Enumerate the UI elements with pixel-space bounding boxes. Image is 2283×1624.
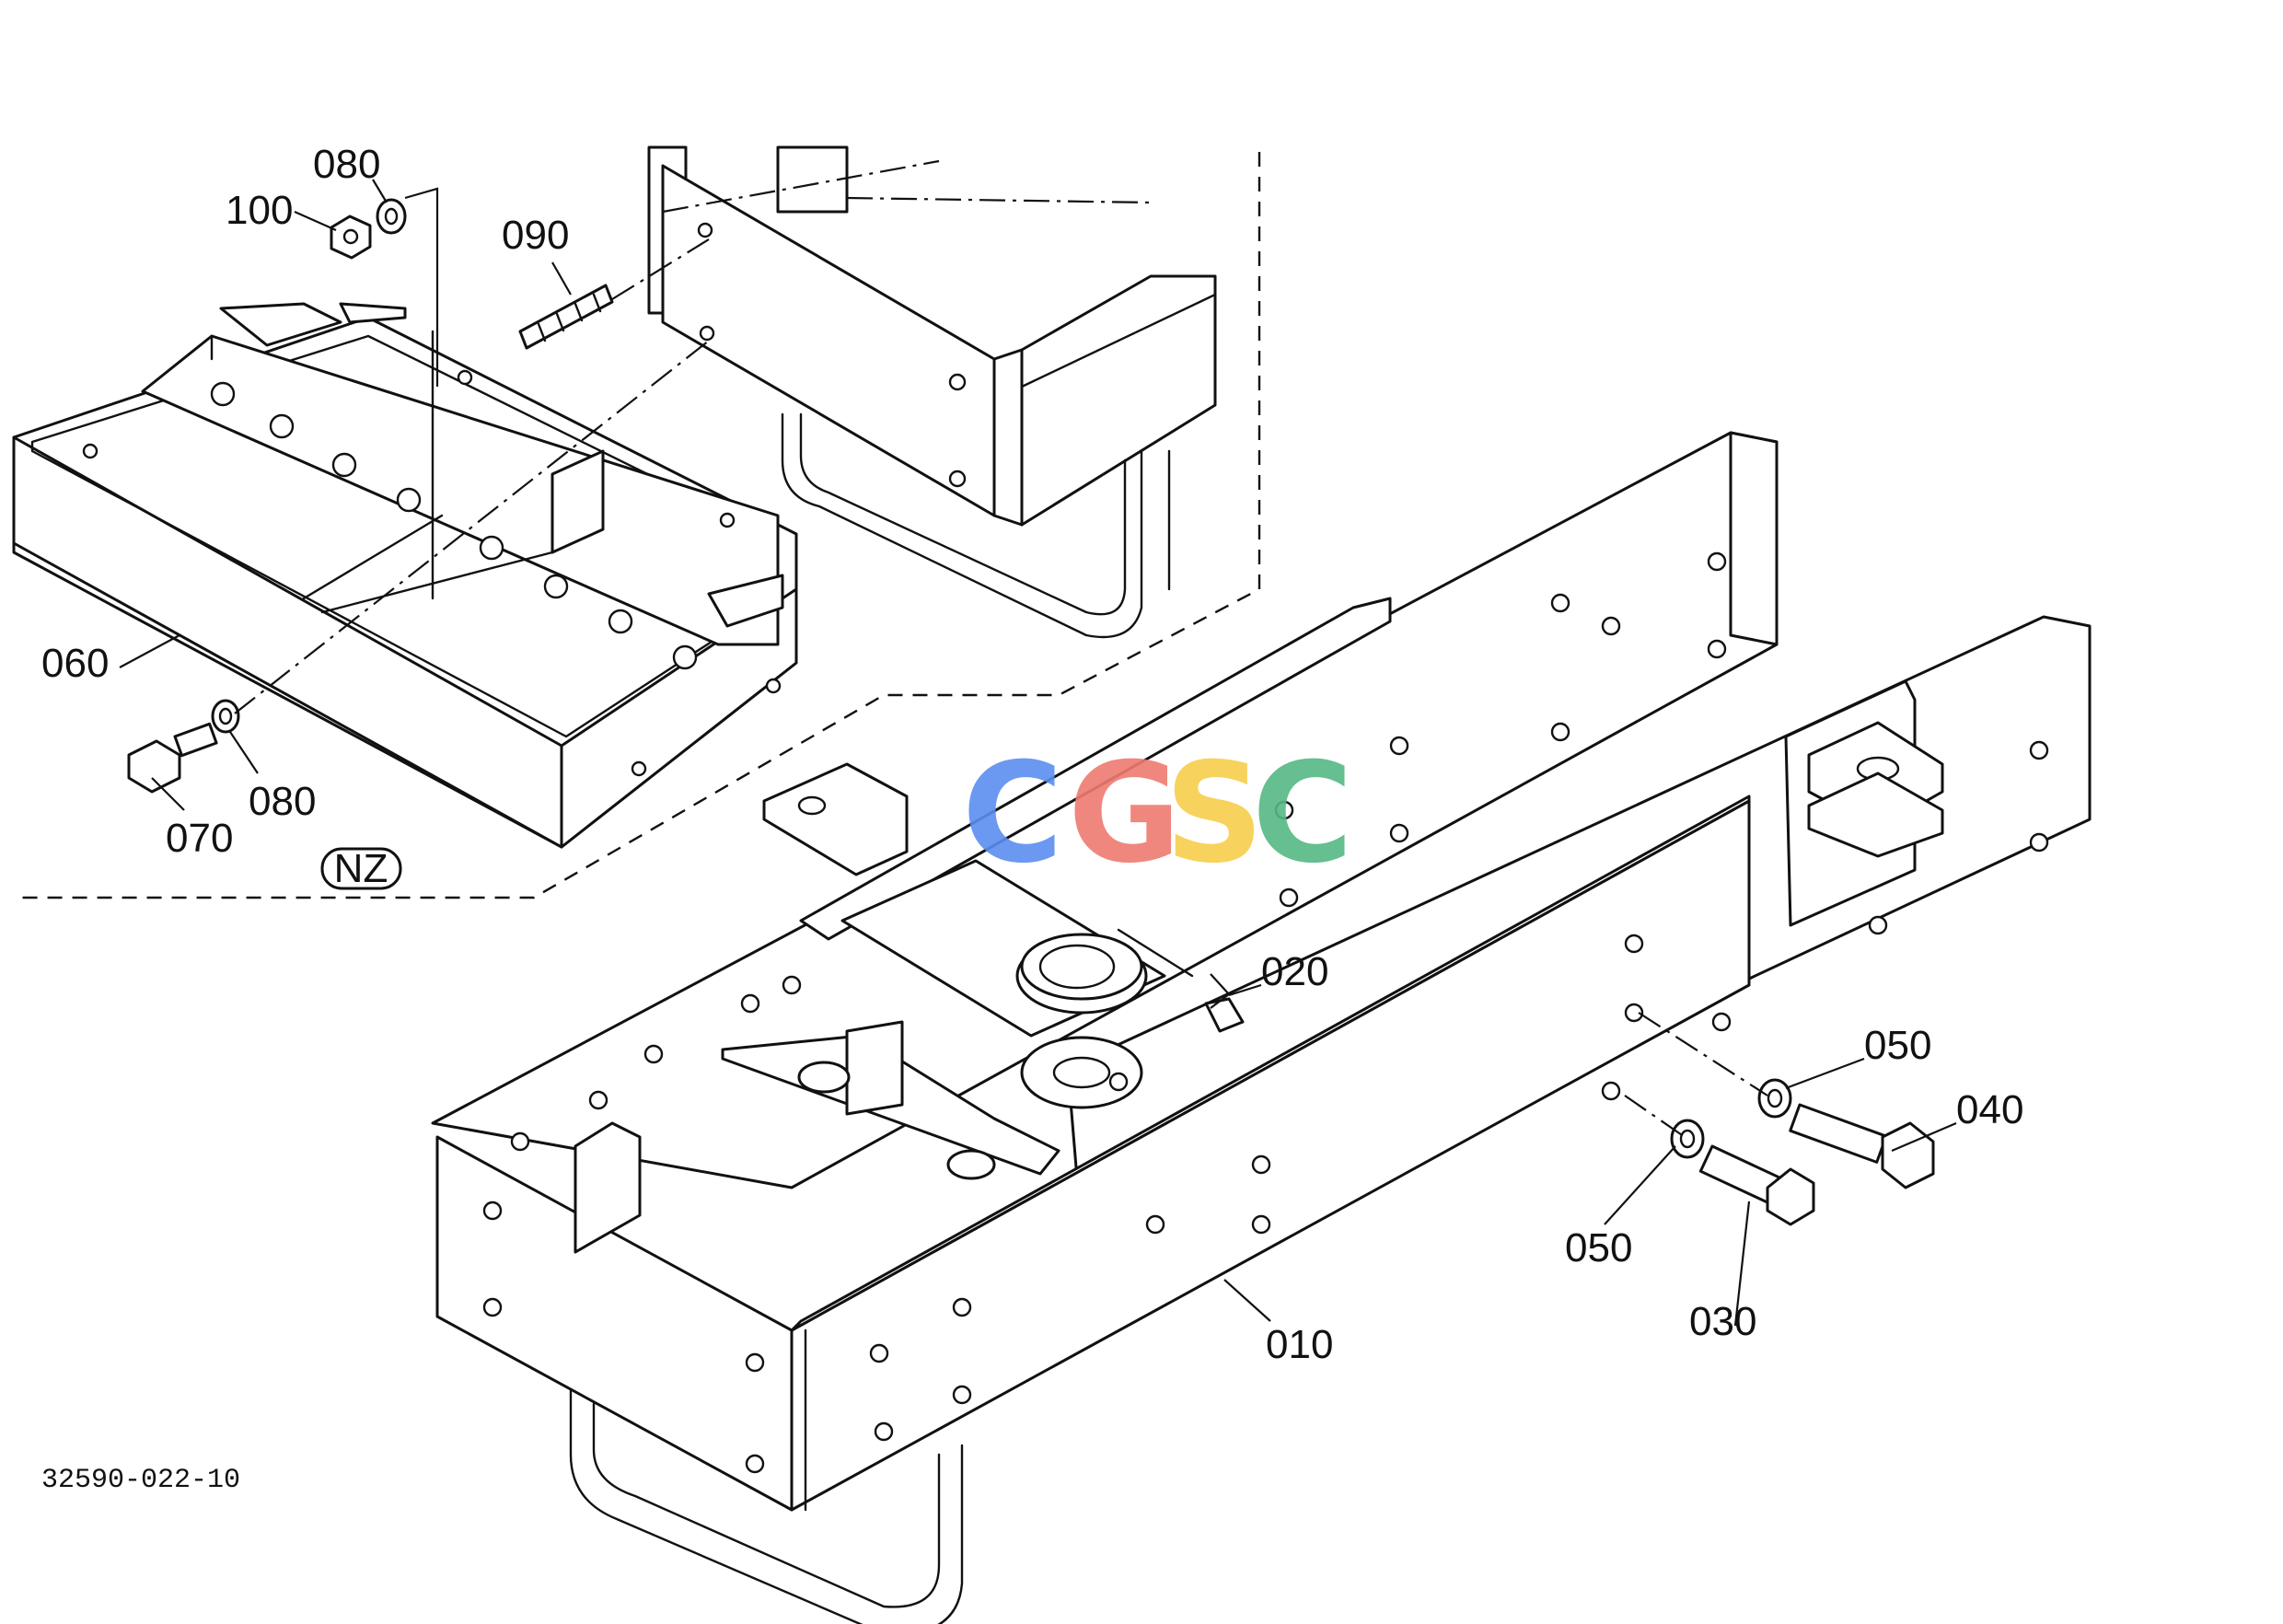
document-number: 32590-022-10 (41, 1465, 240, 1496)
callout-030: 030 (1689, 1299, 1756, 1344)
bolt-040 (1789, 1103, 1935, 1189)
watermark-letter-s: S (1165, 734, 1264, 894)
watermark: C G S C (962, 734, 1353, 894)
nut-100 (330, 215, 372, 260)
upper-frame-assembly (647, 145, 1217, 639)
callout-060: 060 (41, 641, 109, 686)
callout-010: 010 (1266, 1322, 1333, 1367)
callout-100: 100 (226, 188, 293, 233)
main-frame-010 (431, 431, 2092, 1624)
washer-080-lower (211, 699, 240, 734)
callout-090: 090 (502, 213, 569, 258)
region-tag-label: NZ (334, 846, 388, 891)
callout-040: 040 (1956, 1087, 2023, 1132)
tray-060 (12, 302, 798, 849)
washer-050-upper (1757, 1078, 1792, 1119)
region-tag: NZ (320, 846, 402, 891)
callout-080-lower: 080 (249, 779, 316, 824)
bolt-030 (1698, 1144, 1815, 1226)
leader-lines (119, 179, 1957, 1327)
callout-020: 020 (1261, 949, 1328, 994)
nz-option-boundary (14, 152, 1261, 899)
bolt-070 (127, 722, 218, 794)
washer-050-lower (1670, 1119, 1705, 1159)
watermark-letter-g: G (1068, 734, 1181, 894)
callout-080-upper: 080 (313, 142, 380, 187)
watermark-letter-c2: C (1252, 734, 1353, 894)
callout-labels: 010 020 030 040 050 050 060 070 080 080 … (41, 142, 2023, 1367)
callout-050-upper: 050 (1864, 1023, 1931, 1068)
callout-050-lower: 050 (1565, 1225, 1632, 1270)
washer-080-upper (376, 198, 407, 235)
watermark-letter-c1: C (962, 734, 1063, 894)
stud-090 (518, 284, 614, 350)
callout-070: 070 (166, 816, 233, 861)
